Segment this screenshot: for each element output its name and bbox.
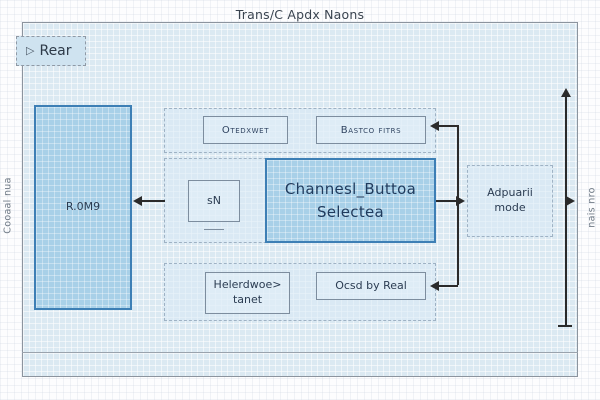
arrowhead-to-rom	[133, 196, 142, 206]
arrowhead-to-top-group	[430, 121, 439, 131]
adpuarii-mode-box[interactable]: Adpuarii mode	[467, 165, 553, 237]
arrowhead-scale-up	[561, 88, 571, 97]
channel-button-selected-block[interactable]: Channesl_Buttoa Selectea	[265, 158, 436, 243]
connector-channel-to-bus	[436, 200, 458, 202]
top-box-1-label: Otedxwet	[221, 124, 270, 136]
side-label-left: Cooaal nua	[2, 177, 14, 234]
connector-bus-to-bottom	[438, 285, 458, 287]
diagram-title: Trans/C Apdx Naons	[235, 7, 365, 22]
top-box-otedxwet[interactable]: Otedxwet	[203, 116, 288, 144]
rom-block[interactable]: R.0M9	[34, 105, 132, 310]
connector-bus-to-top	[438, 125, 458, 127]
arrowhead-scale-right	[566, 196, 575, 206]
bottom-box-1-line1: Helerdwoe>	[213, 278, 282, 292]
rom-block-label: R.0M9	[65, 200, 101, 214]
bottom-box-helerdwoe-tanet[interactable]: Helerdwoe> tanet	[205, 272, 290, 314]
bottom-box-2-label: Ocsd by Real	[335, 278, 407, 292]
mode-box-line1: Adpuarii	[487, 186, 533, 200]
bottom-box-ocsd-by-real[interactable]: Ocsd by Real	[316, 272, 426, 300]
side-label-right: nais nro	[586, 187, 598, 228]
connector-mid-to-rom	[141, 200, 165, 202]
vertical-bus-line	[457, 125, 459, 285]
sn-box-underline	[204, 229, 224, 230]
arrowhead-to-bottom-group	[430, 281, 439, 291]
rear-node-label: Rear	[39, 43, 72, 59]
channel-box-line1: Channesl_Buttoa	[284, 180, 417, 198]
sn-box[interactable]: sN	[188, 180, 240, 222]
mode-box-line2: mode	[494, 201, 526, 214]
frame-footer-divider	[22, 352, 578, 353]
bottom-box-1-line2: tanet	[232, 293, 263, 306]
rear-node[interactable]: ▷ Rear	[16, 36, 86, 66]
top-box-2-label: Bastco fitrs	[340, 124, 402, 136]
top-row-group	[164, 108, 436, 153]
right-scale-base	[558, 325, 572, 327]
right-scale-line	[565, 95, 567, 325]
sn-box-label: sN	[207, 193, 221, 207]
top-box-bastco-fitrs[interactable]: Bastco fitrs	[316, 116, 426, 144]
triangle-right-icon: ▷	[26, 44, 35, 57]
arrowhead-to-mode	[456, 196, 465, 206]
channel-box-line2: Selectea	[316, 202, 385, 221]
